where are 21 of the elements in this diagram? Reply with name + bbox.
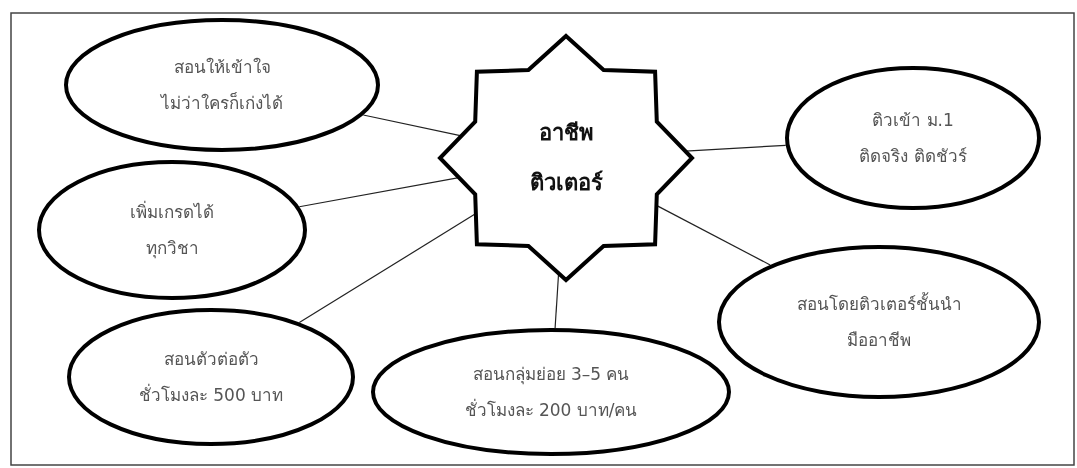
node-text: ทุกวิชา: [145, 238, 199, 259]
ellipse-node: [717, 245, 1041, 399]
ellipse-node: [64, 18, 380, 152]
node-text: สอนตัวต่อตัว: [163, 348, 259, 369]
title-text: อาชีพ: [538, 119, 594, 146]
node-text: มืออาชีพ: [847, 330, 911, 351]
node-text: สอนโดยติวเตอร์ชั้นนำ: [796, 293, 962, 314]
node-text: ติดจริง ติดชัวร์: [859, 146, 967, 167]
node-text: ชั่วโมงละ 500 บาท: [138, 385, 284, 406]
ellipse-node: [67, 308, 355, 446]
node-text: ติวเข้า ม.1: [872, 109, 954, 130]
node-text: สอนกลุ่มย่อย 3–5 คน: [472, 363, 630, 384]
node-text: ไม่ว่าใครก็เก่งได้: [161, 93, 283, 114]
star-shape: [440, 36, 692, 280]
node-text: สอนให้เข้าใจ: [173, 56, 271, 77]
ellipse-node: [371, 328, 731, 456]
node-text: ชั่วโมงละ 200 บาท/คน: [464, 400, 638, 421]
node-text: เพิ่มเกรดได้: [130, 201, 214, 222]
ellipse-node: [785, 66, 1041, 210]
ellipse-node: [37, 160, 307, 300]
title-text: ติวเตอร์: [529, 170, 603, 197]
